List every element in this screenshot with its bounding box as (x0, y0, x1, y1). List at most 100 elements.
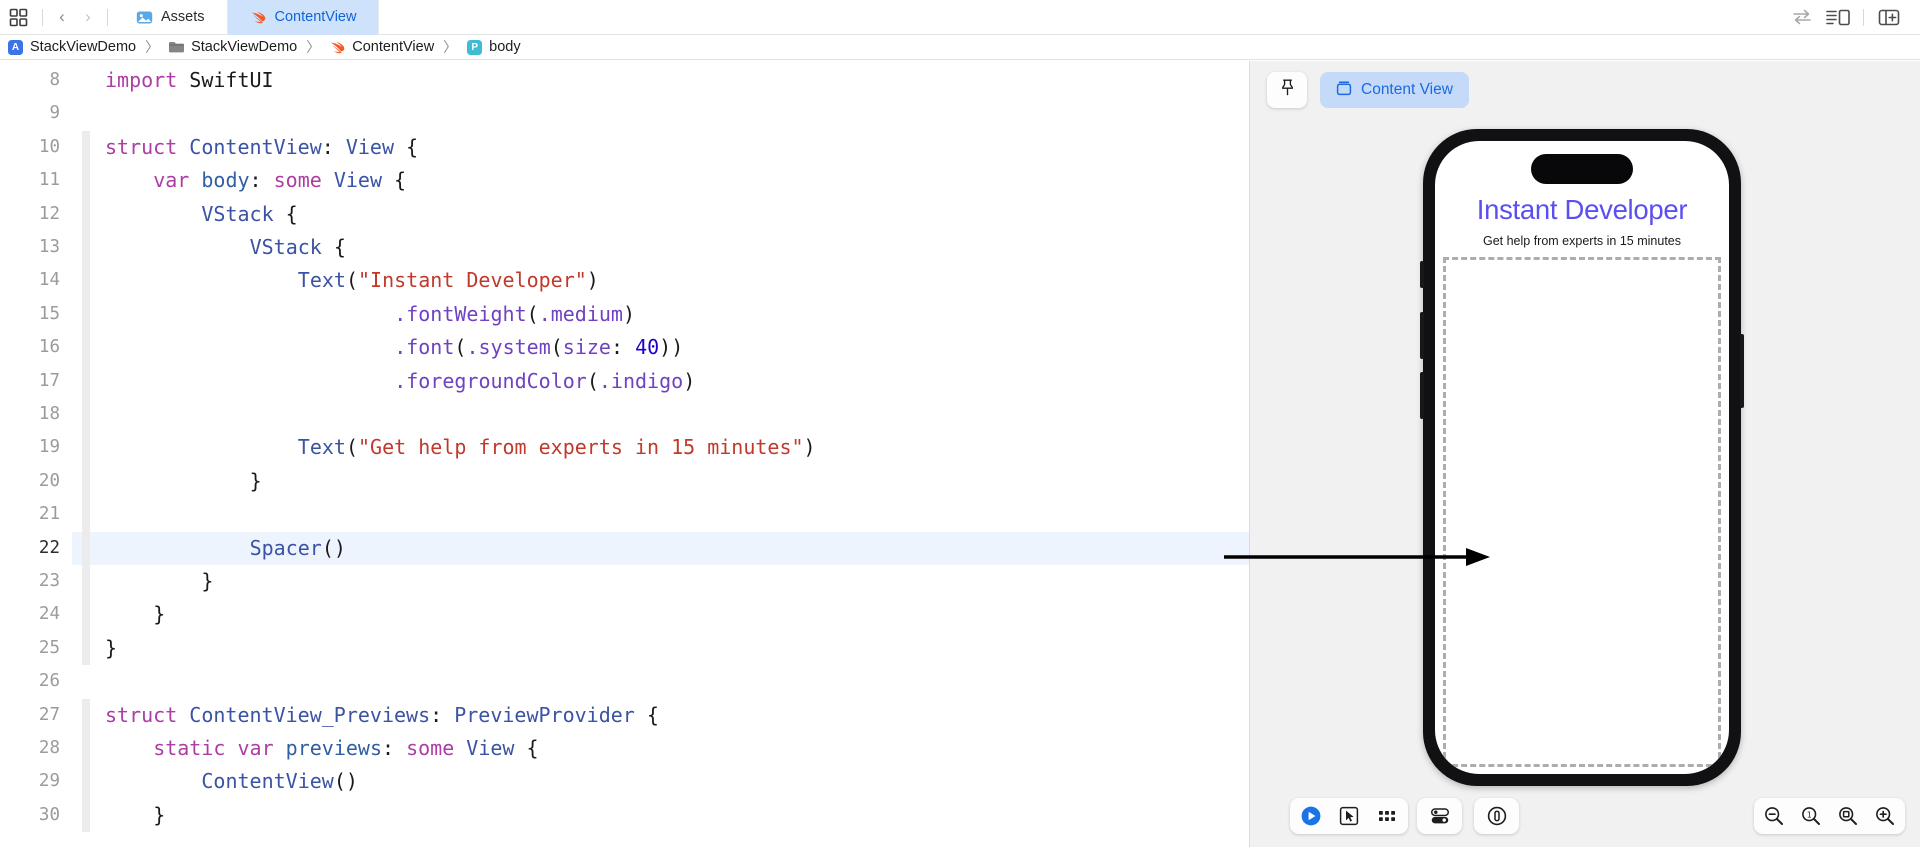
code-line[interactable]: } (153, 799, 165, 832)
code-line[interactable]: } (153, 598, 165, 631)
code-line[interactable]: VStack { (250, 231, 346, 264)
line-number: 25 (38, 637, 60, 658)
property-icon-glyph: P (467, 39, 483, 55)
nav-back-button[interactable]: ‹ (59, 7, 65, 26)
line-number: 9 (49, 103, 60, 124)
code-line[interactable]: .fontWeight(.medium) (394, 298, 635, 331)
device-settings-icon[interactable] (1429, 805, 1451, 827)
device-screen[interactable]: Instant Developer Get help from experts … (1435, 141, 1729, 774)
tab-contentview-label: ContentView (274, 9, 357, 25)
grid-squares-icon[interactable] (0, 0, 36, 35)
device-volume-up-button (1420, 312, 1424, 359)
code-token: some (406, 736, 455, 760)
assets-image-icon (136, 9, 153, 26)
code-line[interactable]: } (201, 565, 213, 598)
nav-forward-button[interactable]: › (85, 7, 91, 26)
preview-canvas-icon (1336, 80, 1352, 101)
code-line[interactable]: Text("Instant Developer") (298, 264, 599, 297)
code-token: : (381, 736, 407, 760)
code-line[interactable]: .font(.system(size: 40)) (394, 331, 683, 364)
play-circle-icon[interactable] (1300, 805, 1322, 827)
inspector-list-icon[interactable] (1821, 2, 1855, 32)
preview-chip-label: Content View (1361, 81, 1453, 98)
code-line[interactable]: Text("Get help from experts in 15 minute… (298, 431, 816, 464)
code-token: 40 (635, 335, 660, 360)
toggle-compare-icon[interactable] (1785, 2, 1819, 32)
breadcrumb-item-project[interactable]: A StackViewDemo (7, 39, 136, 56)
code-token: "Instant Developer" (358, 268, 587, 293)
line-number: 27 (38, 704, 60, 725)
svg-text:1: 1 (1807, 810, 1812, 819)
code-line[interactable]: var body: some View { (153, 164, 406, 197)
code-line[interactable]: .foregroundColor(.indigo) (394, 365, 695, 398)
code-fold-indicator[interactable] (82, 130, 90, 666)
code-line[interactable]: static var previews: some View { (153, 732, 538, 765)
breadcrumb-item-file[interactable]: ContentView (329, 39, 434, 56)
code-line[interactable]: } (250, 465, 262, 498)
toolbar-divider-1 (42, 8, 43, 26)
device-silent-switch (1420, 261, 1424, 288)
line-number: 23 (38, 571, 60, 591)
code-token: : (430, 702, 455, 727)
code-token: () (333, 769, 358, 794)
code-token (322, 168, 334, 192)
tab-assets-label: Assets (161, 9, 205, 25)
preview-inspect-group[interactable] (1474, 798, 1519, 834)
code-token: .fontWeight (394, 301, 527, 326)
line-number: 19 (38, 437, 60, 458)
code-fold-indicator[interactable] (82, 698, 90, 833)
tab-contentview[interactable]: ContentView (227, 0, 380, 35)
dynamic-island (1531, 154, 1633, 184)
zoom-in-icon[interactable] (1874, 805, 1896, 827)
code-token: ) (683, 368, 696, 393)
code-token: ContentView (201, 769, 334, 794)
preview-device-settings-group[interactable] (1417, 798, 1462, 834)
breadcrumb-separator-3: 〉 (443, 39, 458, 55)
pointer-select-icon[interactable] (1338, 805, 1360, 827)
code-line[interactable]: struct ContentView: View { (105, 131, 418, 164)
preview-contentview-chip[interactable]: Content View (1320, 72, 1469, 108)
tab-assets[interactable]: Assets (114, 0, 228, 35)
code-token: { (514, 736, 539, 760)
variants-grid-icon[interactable] (1376, 805, 1398, 827)
breadcrumb-item-symbol[interactable]: P body (466, 39, 521, 56)
zoom-100-icon[interactable]: 1 (1800, 805, 1822, 827)
code-line[interactable]: VStack { (201, 198, 297, 231)
add-editor-icon[interactable] (1872, 2, 1906, 32)
preview-zoom-group: 1 (1754, 798, 1905, 834)
line-number: 21 (38, 504, 60, 525)
code-token: SwiftUI (189, 68, 274, 92)
code-token (177, 135, 189, 159)
code-token: } (153, 602, 166, 627)
code-line[interactable]: import SwiftUI (105, 64, 274, 97)
code-token: } (105, 635, 118, 660)
code-line[interactable]: Spacer() (250, 532, 346, 565)
toolbar-divider-2 (107, 8, 108, 26)
code-line[interactable]: ContentView() (201, 765, 358, 798)
pin-preview-button[interactable] (1267, 72, 1307, 108)
folder-icon (168, 39, 185, 56)
code-token: some (273, 168, 322, 193)
code-line[interactable]: } (105, 632, 117, 665)
code-token: size (562, 335, 611, 360)
line-number: 16 (38, 337, 60, 358)
code-token: .system (466, 335, 551, 360)
code-line[interactable]: struct ContentView_Previews: PreviewProv… (105, 699, 659, 732)
line-number: 10 (38, 136, 60, 157)
code-token (189, 168, 201, 192)
code-token: ) (622, 301, 636, 326)
swift-file-icon (329, 39, 346, 56)
zoom-out-icon[interactable] (1763, 805, 1785, 827)
current-line-highlight (0, 531, 1249, 565)
code-token: View (466, 736, 515, 760)
code-token: .medium (538, 301, 623, 326)
preview-app-title: Instant Developer (1476, 194, 1688, 225)
code-token: } (249, 468, 262, 493)
device-preview-frame: Instant Developer Get help from experts … (1420, 129, 1744, 786)
breadcrumb-item-folder[interactable]: StackViewDemo (168, 39, 297, 56)
inspect-circle-icon[interactable] (1486, 805, 1508, 827)
zoom-fit-icon[interactable] (1837, 805, 1859, 827)
code-token: ( (345, 268, 359, 293)
